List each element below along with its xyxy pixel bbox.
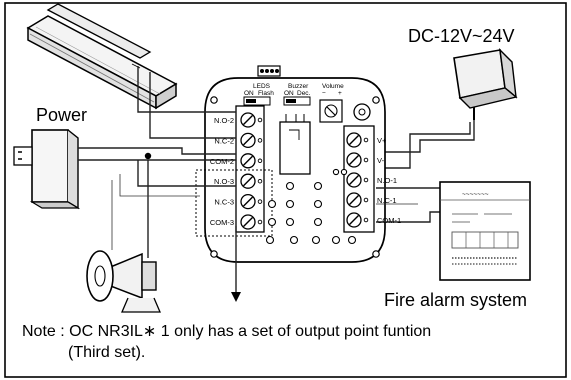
power-adapter-icon bbox=[453, 48, 518, 120]
terminal-screw-icon bbox=[240, 173, 256, 189]
note-line-1: Note : OC NR3IL∗ 1 only has a set of out… bbox=[22, 323, 431, 340]
fire-alarm-panel-icon: ~~~~~~~ bbox=[439, 181, 531, 281]
buzzer-dec-label: Dec. bbox=[297, 90, 311, 97]
magnetic-lock-icon bbox=[26, 3, 178, 110]
terminal-contact bbox=[257, 178, 263, 184]
terminal-screw-icon bbox=[240, 153, 256, 169]
power-label: Power bbox=[36, 105, 87, 125]
terminal-screw-icon bbox=[346, 152, 362, 168]
terminal-screw-icon bbox=[346, 172, 362, 188]
terminal-label: V- bbox=[377, 156, 385, 165]
terminal-label: COM-3 bbox=[210, 218, 234, 227]
mounting-hole bbox=[210, 96, 218, 104]
leds-jumper bbox=[243, 96, 271, 106]
terminal-contact bbox=[363, 197, 369, 203]
buzzer-jumper bbox=[283, 96, 311, 106]
terminal-label: N.O-2 bbox=[214, 116, 234, 125]
terminal-screw-icon bbox=[240, 214, 256, 230]
terminal-screw-icon bbox=[346, 212, 362, 228]
terminal-screw-icon bbox=[346, 192, 362, 208]
terminal-label: COM-1 bbox=[377, 216, 401, 225]
mounting-hole bbox=[210, 250, 218, 258]
power-adapter-icon bbox=[13, 129, 81, 210]
terminal-label: N.O-1 bbox=[377, 176, 397, 185]
terminal-label: N.C-2 bbox=[214, 136, 234, 145]
outer-frame bbox=[4, 2, 567, 378]
leds-flash-label: Flash bbox=[258, 90, 274, 97]
terminal-screw-icon bbox=[240, 193, 256, 210]
mounting-hole bbox=[372, 96, 380, 104]
terminal-contact bbox=[363, 137, 369, 143]
terminal-screw-icon bbox=[240, 112, 256, 128]
leds-title: LEDS bbox=[253, 83, 271, 90]
terminal-contact bbox=[257, 199, 263, 204]
component-grid bbox=[265, 168, 357, 245]
terminal-screw-icon bbox=[240, 132, 256, 149]
siren-horn-icon bbox=[86, 250, 161, 313]
terminal-label: V+ bbox=[377, 136, 387, 145]
volume-plus-label: + bbox=[338, 90, 342, 97]
terminal-contact bbox=[363, 217, 369, 223]
volume-minus-label: − bbox=[322, 90, 326, 97]
volume-title: Volume bbox=[322, 83, 344, 90]
fire-alarm-label: Fire alarm system bbox=[384, 290, 527, 310]
wire-junction bbox=[144, 152, 152, 160]
terminal-contact bbox=[257, 158, 263, 164]
terminal-label: N.C-1 bbox=[377, 196, 397, 205]
terminal-label: N.C-3 bbox=[214, 198, 234, 207]
mounting-hole bbox=[372, 250, 380, 258]
terminal-screw-icon bbox=[346, 132, 362, 148]
dc-supply-label: DC-12V~24V bbox=[408, 26, 515, 46]
terminal-contact bbox=[257, 117, 263, 123]
terminal-label: N.O-3 bbox=[214, 177, 234, 186]
terminal-contact bbox=[363, 157, 369, 163]
relay-component bbox=[279, 121, 311, 175]
output-arrow bbox=[231, 292, 241, 302]
note-line-2: (Third set). bbox=[68, 344, 145, 361]
svg-text:~~~~~~~: ~~~~~~~ bbox=[462, 191, 489, 198]
buzzer-title: Buzzer bbox=[288, 83, 309, 90]
buzzer-on-label: ON bbox=[284, 90, 294, 97]
terminal-label: COM-2 bbox=[210, 157, 234, 166]
terminal-contact bbox=[257, 219, 263, 225]
terminal-contact bbox=[257, 138, 263, 143]
leds-on-label: ON bbox=[244, 90, 254, 97]
terminal-contact bbox=[363, 177, 369, 183]
